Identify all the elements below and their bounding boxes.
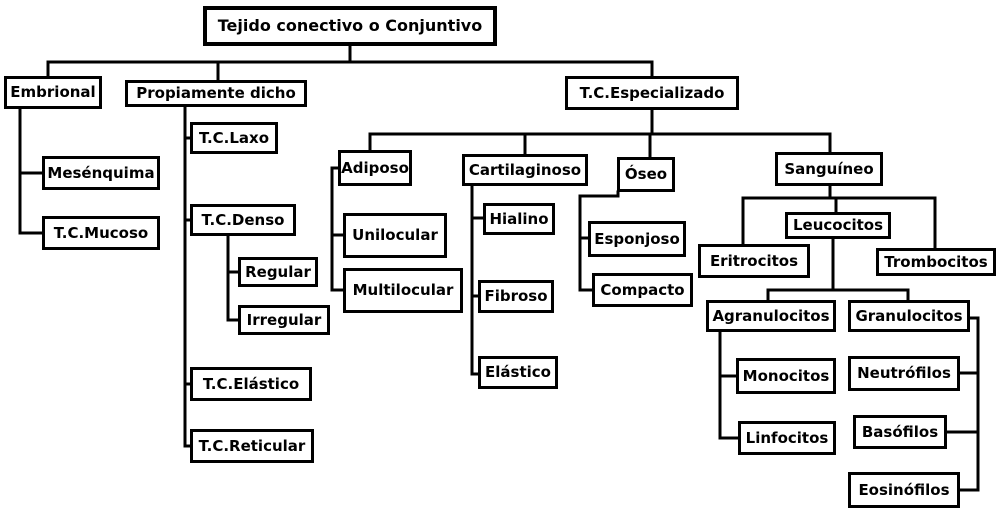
basofilos-node: Basófilos [853, 415, 947, 449]
hialino-node: Hialino [483, 203, 555, 235]
unilocular-node: Unilocular [343, 213, 447, 258]
compacto-node: Compacto [592, 273, 693, 307]
regular-node: Regular [238, 257, 318, 287]
especializado-node: T.C.Especializado [565, 76, 739, 110]
embrional-node: Embrional [4, 76, 102, 109]
leucocitos-node: Leucocitos [785, 212, 891, 239]
oseo-node: Óseo [617, 157, 675, 192]
mesenquima-node: Mesénquima [42, 156, 160, 190]
eosinofilos-node: Eosinófilos [848, 472, 960, 508]
linfocitos-node: Linfocitos [738, 421, 836, 455]
cartilaginoso-node: Cartilaginoso [462, 154, 588, 186]
eritrocitos-node: Eritrocitos [698, 244, 810, 278]
trombocitos-node: Trombocitos [876, 248, 996, 276]
elastico-node: Elástico [478, 356, 558, 389]
adiposo-node: Adiposo [338, 150, 412, 186]
neutrofilos-node: Neutrófilos [848, 356, 960, 391]
tc-elastico-node: T.C.Elástico [190, 367, 312, 401]
fibroso-node: Fibroso [478, 280, 554, 313]
propiamente-dicho-node: Propiamente dicho [125, 80, 307, 107]
multilocular-node: Multilocular [343, 268, 463, 313]
monocitos-node: Monocitos [736, 358, 836, 394]
agranulocitos-node: Agranulocitos [706, 300, 836, 332]
esponjoso-node: Esponjoso [588, 221, 686, 257]
tc-reticular-node: T.C.Reticular [190, 429, 314, 463]
granulocitos-node: Granulocitos [848, 300, 970, 332]
tc-mucoso-node: T.C.Mucoso [42, 216, 160, 250]
sanguineo-node: Sanguíneo [775, 152, 883, 186]
root-node: Tejido conectivo o Conjuntivo [203, 6, 497, 46]
tc-denso-node: T.C.Denso [190, 204, 296, 236]
tc-laxo-node: T.C.Laxo [190, 122, 278, 154]
irregular-node: Irregular [238, 305, 330, 335]
